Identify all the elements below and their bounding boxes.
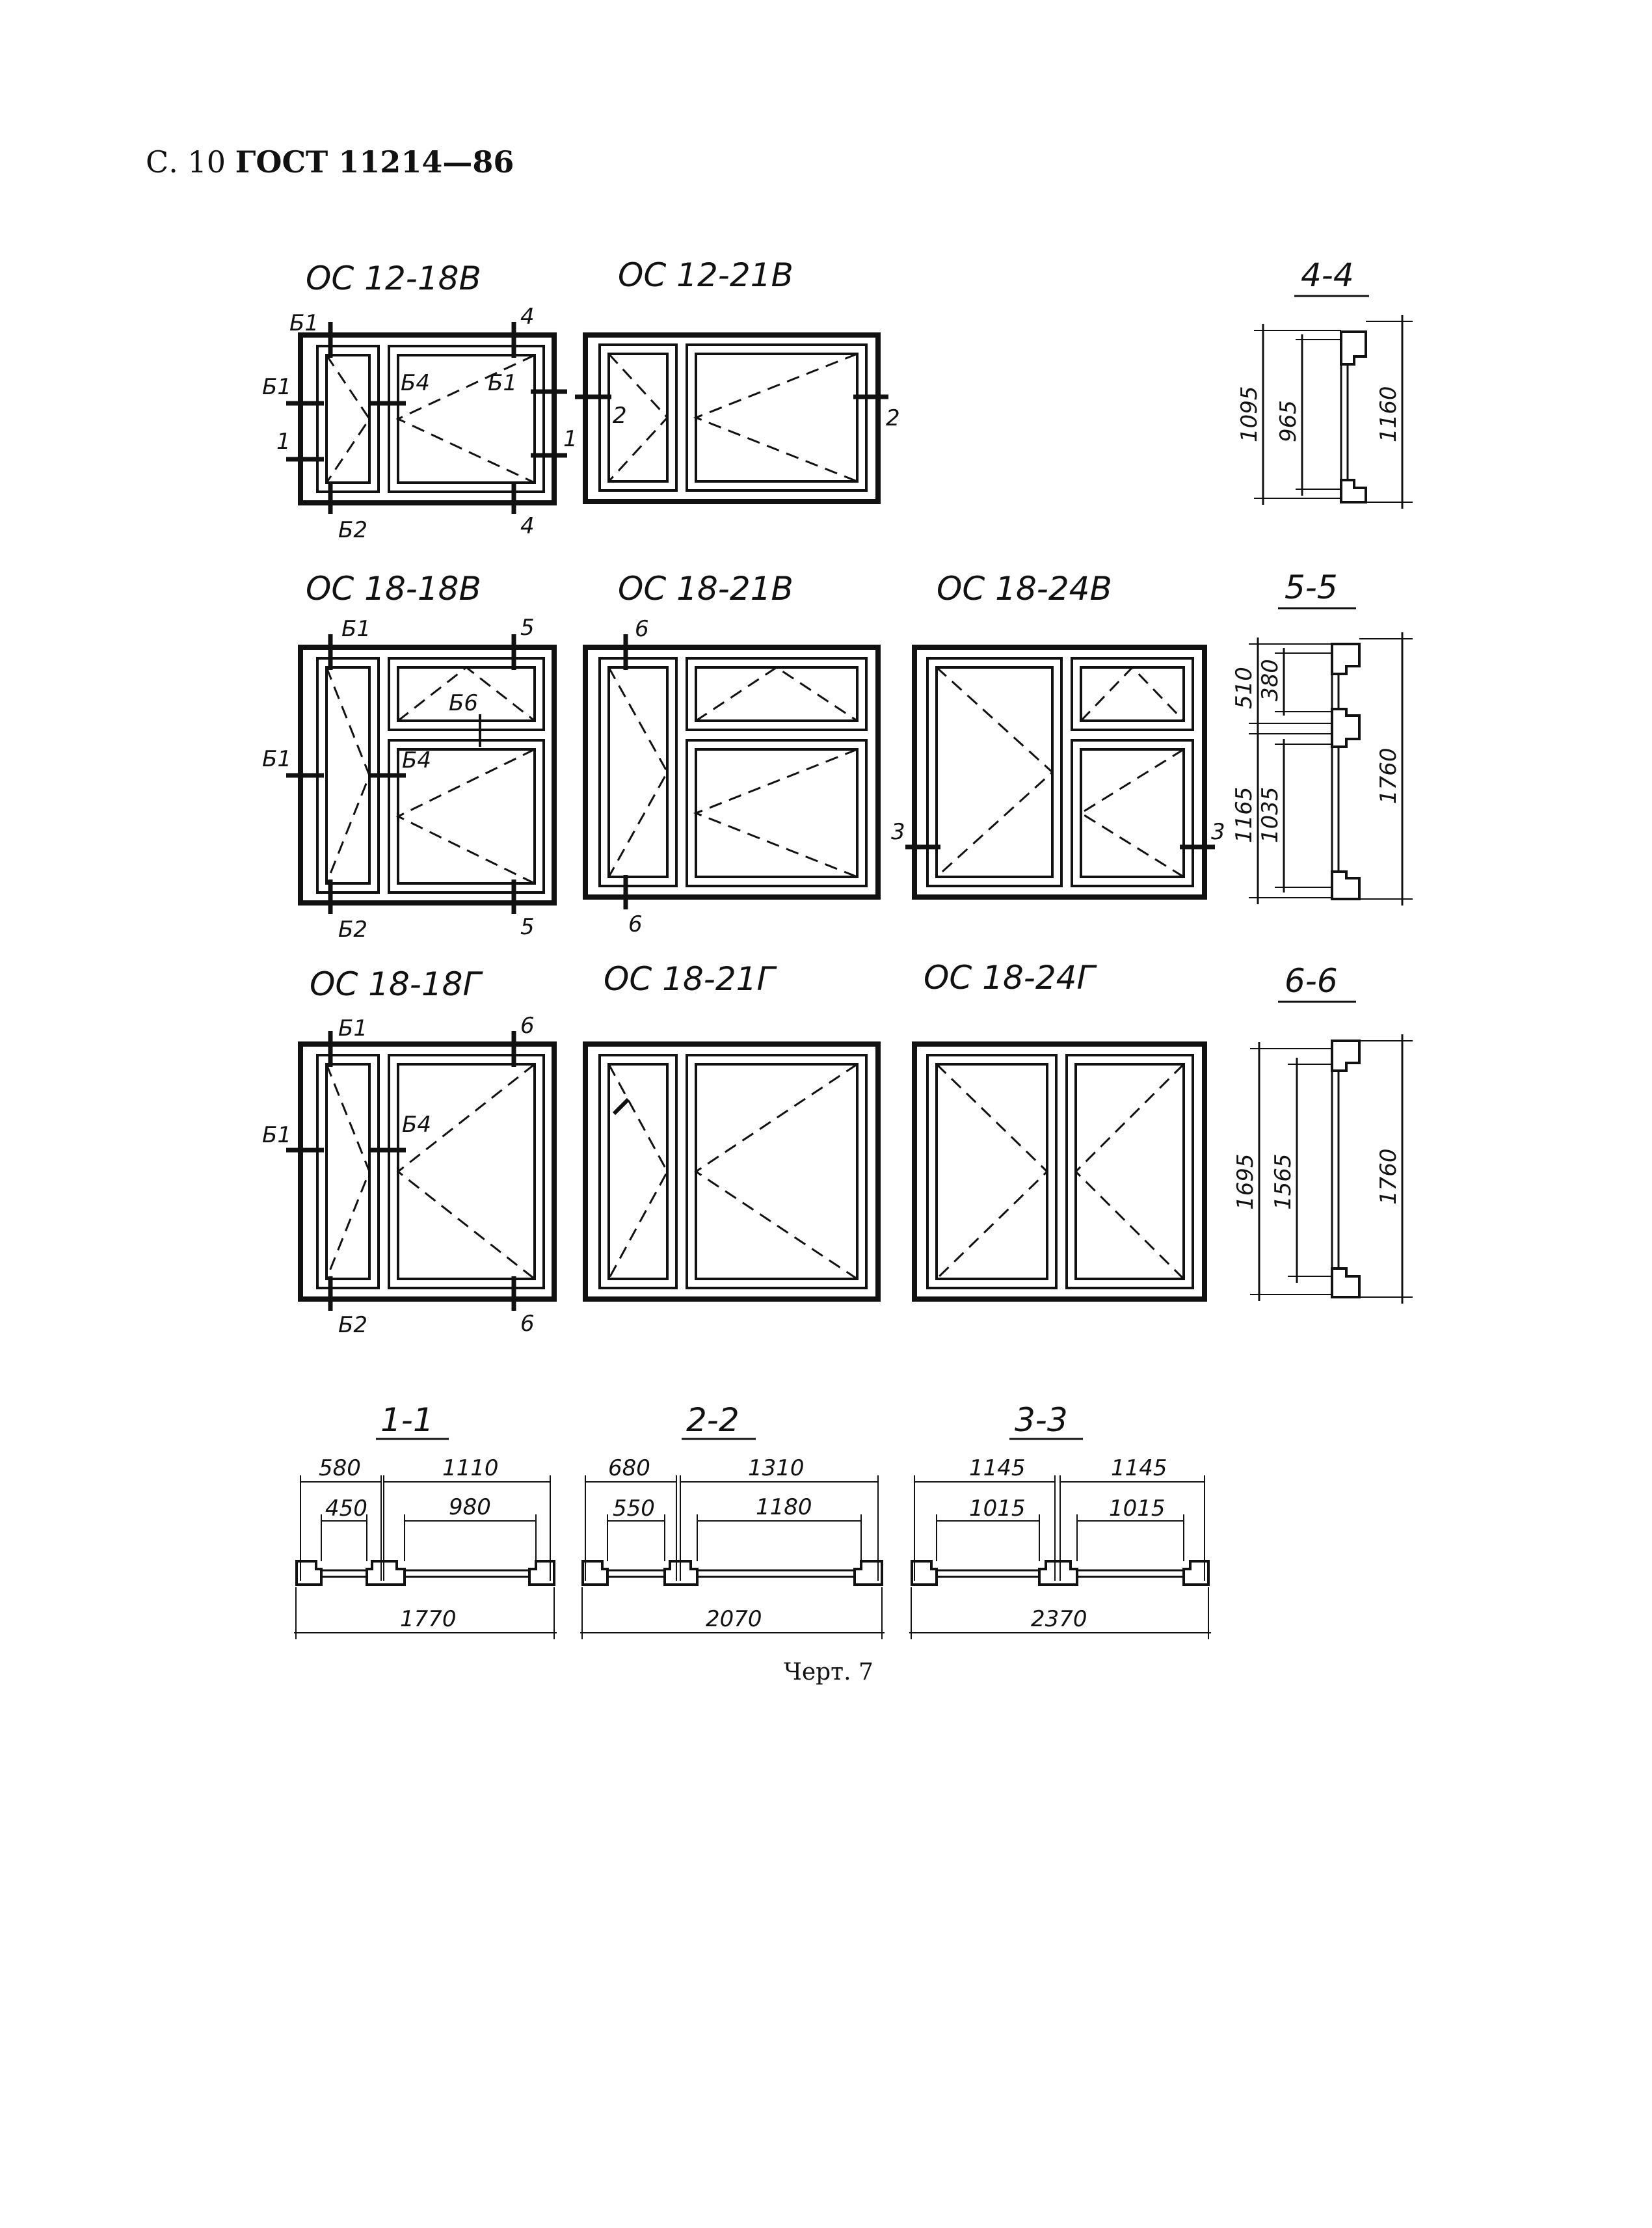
dimension: 1145 [969,1455,1026,1481]
mark: 2 [886,405,900,431]
window-os-18-18g: ОС 18-18Г Б1 6 Б1 Б4 Б2 6 [262,965,557,1338]
section-3-3: 3-3 1145 1145 1015 1015 2370 [909,1401,1211,1639]
window-title: ОС 18-18В [306,570,481,608]
dimension: 1310 [748,1455,805,1481]
window-os-18-24v: ОС 18-24В 3 3 [891,570,1225,900]
mark: Б1 [341,616,371,642]
mark: 5 [520,914,535,940]
window-title: ОС 18-24Г [924,959,1097,997]
dimension: 1770 [400,1606,457,1632]
window-title: ОС 18-18Г [310,965,483,1003]
window-os-18-18v: ОС 18-18В Б1 5 Б6 Б1 Б4 Б2 5 [262,570,557,943]
section-5-5: 5-5 510 380 1165 1035 1760 [1231,569,1413,906]
window-os-18-24g: ОС 18-24Г [912,959,1207,1302]
window-title: ОС 12-18В [306,260,481,297]
dimension: 1145 [1111,1455,1167,1481]
mark: 6 [520,1311,535,1337]
section-title: 2-2 [686,1401,739,1439]
dimension: 1180 [756,1494,812,1520]
window-os-18-21g: ОС 18-21Г [583,960,881,1302]
window-os-12-21v: ОС 12-21В 2 2 [575,256,900,504]
dimension: 1015 [969,1496,1026,1522]
section-title: 6-6 [1285,962,1338,1000]
page-header: С. 10 ГОСТ 11214—86 [146,144,514,180]
mark: Б4 [402,1112,431,1138]
dimension: 980 [449,1494,491,1520]
window-title: ОС 18-21В [618,570,793,608]
dimension: 550 [613,1496,655,1522]
mark: Б2 [338,917,367,943]
standard-number: ГОСТ 11214—86 [235,144,514,180]
dimension: 965 [1275,400,1301,442]
window-os-18-21v: ОС 18-21В 6 6 [583,570,881,937]
dimension: 2070 [706,1606,762,1632]
dimension: 1160 [1376,386,1402,442]
mark: Б1 [262,1122,291,1148]
window-title: ОС 18-21Г [604,960,777,998]
mark: 6 [520,1013,535,1039]
dimension: 1095 [1236,386,1262,442]
dimension: 1035 [1257,786,1283,843]
window-title: ОС 12-21В [618,256,793,294]
dimension: 1760 [1376,1148,1402,1205]
dimension: 1695 [1232,1153,1259,1210]
dimension: 380 [1257,659,1283,701]
mark: Б2 [338,1312,367,1338]
section-2-2: 2-2 680 1310 550 1180 2070 [580,1401,885,1639]
section-6-6: 6-6 1695 1565 1760 [1232,962,1413,1304]
page-number: С. 10 [146,144,226,180]
window-title: ОС 18-24В [937,570,1112,608]
figure-caption: Черт. 7 [784,1659,873,1685]
mark: 6 [628,911,643,937]
mark: 4 [520,304,535,330]
dimension: 1015 [1109,1496,1166,1522]
section-title: 1-1 [380,1401,434,1439]
dimension: 1760 [1376,747,1402,804]
dimension: 1110 [442,1455,499,1481]
dimension: 1165 [1231,786,1257,843]
mark: Б4 [402,747,431,773]
mark: Б4 [401,370,430,396]
mark: Б1 [262,374,291,400]
section-1-1: 1-1 580 1110 450 980 1770 [294,1401,557,1639]
mark: 3 [891,819,905,845]
dimension: 680 [608,1455,650,1481]
dimension: 450 [325,1496,367,1522]
window-os-12-18v: ОС 12-18В Б1 4 Б1 Б4 Б1 1 1 Б2 4 [262,260,578,543]
mark: 1 [276,429,291,455]
mark: Б2 [338,517,367,543]
mark: 2 [613,403,627,429]
mark: 6 [635,616,649,642]
mark: 3 [1211,819,1225,845]
section-title: 4-4 [1301,256,1354,294]
section-4-4: 4-4 1095 965 1160 [1236,256,1413,509]
mark: Б1 [488,370,517,396]
mark: 4 [520,513,535,539]
section-title: 5-5 [1285,569,1338,606]
mark: 1 [563,426,578,452]
mark: 5 [520,615,535,641]
dimension: 510 [1231,667,1257,709]
dimension: 1565 [1270,1153,1296,1210]
dimension: 580 [319,1455,361,1481]
dimension: 2370 [1031,1606,1087,1632]
mark: Б6 [449,690,478,716]
section-title: 3-3 [1015,1401,1068,1439]
mark: Б1 [289,310,319,336]
mark: Б1 [262,746,291,772]
mark: Б1 [338,1015,367,1041]
